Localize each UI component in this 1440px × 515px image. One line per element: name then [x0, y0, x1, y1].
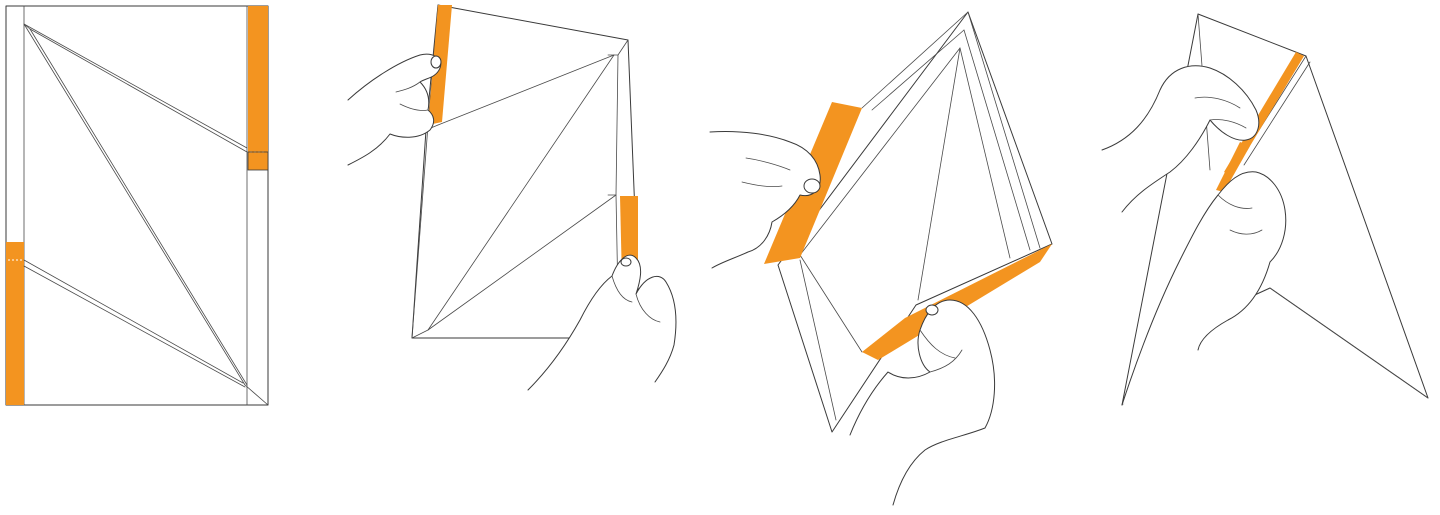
- thumbnail: [621, 258, 631, 266]
- thumbnail: [926, 305, 938, 315]
- step-3-form-pyramid: [710, 12, 1052, 505]
- step-1-flat-sheet: [6, 6, 268, 405]
- step-4-seal-edge: [1102, 14, 1428, 405]
- thumbnail: [431, 56, 441, 68]
- thumbnail: [804, 179, 820, 193]
- pyramid-outline: [778, 12, 1052, 432]
- glue-tab-right: [248, 6, 268, 170]
- step-2-fold-sides: [348, 5, 676, 390]
- glue-tab-left: [6, 242, 24, 405]
- sheet-outline: [6, 6, 268, 405]
